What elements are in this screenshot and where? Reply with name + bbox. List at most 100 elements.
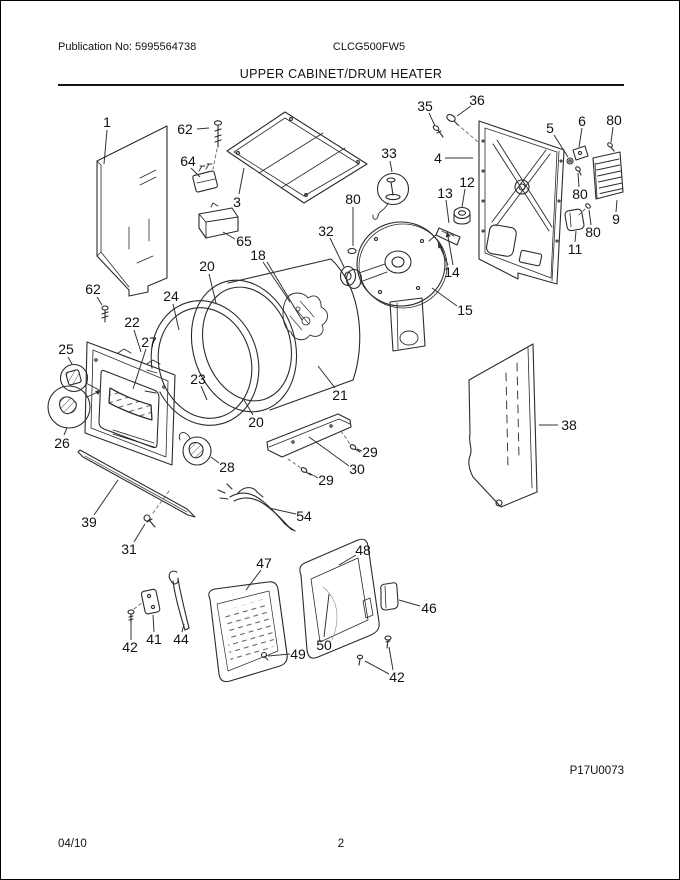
leader-line-39 (93, 479, 119, 516)
callout-62: 62 (85, 281, 101, 297)
left-side-panel-part (96, 125, 168, 297)
leader-line-64 (190, 167, 201, 178)
callout-32: 32 (318, 223, 334, 239)
callout-1: 1 (103, 114, 111, 130)
screw-29-upper-icon (340, 430, 361, 453)
pin-36-icon (446, 114, 459, 126)
callout-18: 18 (250, 247, 266, 263)
screw-29-lower-icon (287, 458, 312, 476)
callout-80: 80 (585, 224, 601, 240)
leader-line-5 (553, 134, 569, 158)
leader-line-41 (152, 614, 155, 633)
screw-62-left-icon (101, 305, 109, 323)
front-bulkhead-22-part (84, 341, 176, 466)
footer-page-number: 2 (337, 838, 345, 850)
callout-3: 3 (233, 194, 241, 210)
plate-11-part (564, 208, 585, 232)
callout-26: 26 (54, 435, 70, 451)
leader-line-23 (200, 385, 208, 401)
plate-6-part (572, 145, 589, 161)
leader-line-32 (329, 237, 345, 268)
callout-15: 15 (457, 302, 473, 318)
publication-number: Publication No: 5995564738 (58, 41, 197, 53)
leader-line-36 (456, 105, 472, 117)
leader-line-54 (268, 507, 297, 515)
diagram-code: P17U0073 (569, 765, 624, 777)
callout-54: 54 (296, 508, 312, 524)
callout-31: 31 (121, 541, 137, 557)
callout-4: 4 (434, 150, 442, 166)
wire-harness-54-part (217, 483, 296, 532)
leader-line-44 (181, 623, 185, 633)
leader-line-21 (317, 365, 336, 389)
callout-6: 6 (578, 113, 586, 129)
section-title: UPPER CABINET/DRUM HEATER (239, 67, 443, 81)
leader-line-65 (222, 231, 236, 240)
leader-line-80 (577, 172, 580, 188)
callout-47: 47 (256, 555, 272, 571)
access-panel-frame-48-part (299, 538, 380, 659)
leader-line-48 (338, 554, 357, 566)
callout-42: 42 (122, 639, 138, 655)
callout-24: 24 (163, 288, 179, 304)
callout-49: 49 (290, 646, 306, 662)
callout-65: 65 (236, 233, 252, 249)
washer-5-icon (566, 157, 574, 165)
leader-line-47 (245, 569, 262, 591)
leader-line-1 (103, 129, 108, 165)
detail-circle-33 (372, 172, 410, 220)
bracket-13-part (428, 227, 461, 246)
screw-31-icon (143, 490, 170, 528)
callout-62: 62 (177, 121, 193, 137)
leader-line-46 (398, 599, 421, 607)
callout-33: 33 (381, 145, 397, 161)
hook-rod-44-part (168, 570, 190, 631)
callout-29: 29 (318, 472, 334, 488)
leader-line-26 (63, 427, 68, 436)
callout-11: 11 (568, 241, 583, 257)
louver-panel-9-part (592, 151, 624, 200)
callout-44: 44 (173, 631, 189, 647)
callout-35: 35 (417, 98, 433, 114)
leader-line-33 (389, 160, 393, 173)
heater-shield-30-part (266, 413, 352, 458)
leader-line-20 (208, 273, 217, 304)
leader-line-29 (308, 472, 319, 479)
callout-80: 80 (345, 191, 361, 207)
leader-line-29 (356, 448, 363, 452)
leader-line-49 (267, 653, 291, 657)
callout-48: 48 (355, 542, 371, 558)
screw-42-left-icon (127, 601, 144, 624)
leader-line-31 (133, 523, 146, 543)
callout-30: 30 (349, 461, 365, 477)
screw-80-mid-icon (575, 166, 582, 176)
leader-line-22 (133, 329, 142, 353)
leader-line-25 (67, 356, 73, 365)
callout-20: 20 (248, 414, 264, 430)
leader-line-13 (445, 199, 450, 224)
detail-circle-26 (47, 385, 101, 429)
callout-41: 41 (146, 631, 162, 647)
leader-arrowhead (438, 242, 443, 249)
screw-62-top-icon (212, 120, 223, 170)
leader-line-11 (574, 230, 577, 243)
cap-46-part (380, 582, 399, 611)
leader-line-80 (588, 209, 592, 226)
callout-25: 25 (58, 341, 74, 357)
model-number: CLCG500FW5 (332, 41, 406, 53)
blower-housing-15-part (356, 221, 448, 352)
leader-line-30 (308, 436, 350, 467)
leader-line-27 (132, 348, 147, 390)
thermostat-64-part (192, 163, 218, 193)
washer-80-shaft-icon (347, 247, 357, 255)
callout-36: 36 (469, 92, 485, 108)
callout-9: 9 (612, 211, 620, 227)
leader-arrowhead (445, 231, 451, 238)
detail-circle-28 (178, 432, 212, 466)
leader-line-9 (615, 199, 618, 213)
drum-21-part (190, 258, 361, 413)
screw-35-icon (432, 125, 444, 138)
callout-20: 20 (199, 258, 215, 274)
